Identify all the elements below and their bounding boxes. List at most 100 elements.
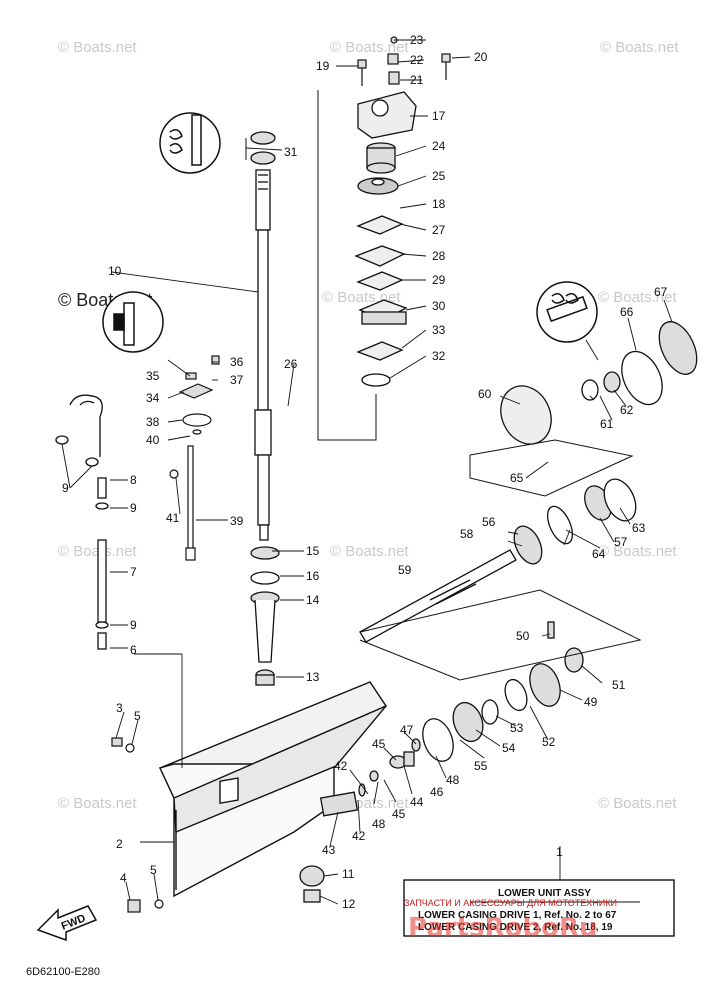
callout-31: 31 [284, 145, 298, 159]
pump-bracket-line [317, 90, 377, 441]
watermark: © Boats.net [598, 289, 677, 306]
bearing-31 [250, 131, 276, 165]
lubricant-bubble-right [536, 281, 598, 343]
title-box-line1: LOWER CASING DRIVE 1, Ref. No. 2 to 67 [418, 910, 617, 921]
callout-46: 46 [430, 785, 444, 799]
pinion-and-nut [299, 865, 325, 903]
callout-67: 67 [654, 285, 668, 299]
callout-14: 14 [306, 593, 320, 607]
callout-35: 35 [146, 369, 160, 383]
callout-66: 66 [620, 305, 634, 319]
shaft-group-bracket [359, 589, 642, 681]
callout-19: 19 [316, 59, 330, 73]
callout-10: 10 [108, 264, 122, 278]
stamp-watermark: PartsRoboRu [408, 913, 598, 943]
callout-30: 30 [432, 299, 446, 313]
callout-55: 55 [474, 759, 488, 773]
watermark: © Boats.net [330, 543, 409, 560]
callout-numbers: 2 3 4 5 5 6 7 8 9 9 9 10 11 12 13 14 15 … [62, 33, 668, 911]
callout-28: 28 [432, 249, 446, 263]
callout-24: 24 [432, 139, 446, 153]
callout-7: 7 [130, 565, 137, 579]
fwd-arrow: FWD [36, 905, 98, 942]
callout-20: 20 [474, 50, 488, 64]
callout-43: 43 [322, 843, 336, 857]
title-box: LOWER UNIT ASSY LOWER CASING DRIVE 1, Re… [403, 879, 675, 943]
callout-62: 62 [620, 403, 634, 417]
callout-34: 34 [146, 391, 160, 405]
watermark: © Boats.net [58, 39, 137, 56]
callout-53: 53 [510, 721, 524, 735]
promo-text: ЗАПЧАСТИ И АКСЕССУАРЫ ДЛЯ МОТОТЕХНИКИ [404, 898, 617, 908]
callout-5: 5 [134, 709, 141, 723]
callout-29: 29 [432, 273, 446, 287]
callout-23: 23 [410, 33, 424, 47]
callout-32: 32 [432, 349, 446, 363]
callout-42: 42 [334, 759, 348, 773]
pump-bolts [357, 36, 451, 86]
callout-9: 9 [130, 618, 137, 632]
lubricant-bubble-left [102, 291, 164, 353]
shaft-seals [250, 546, 280, 686]
callout-54: 54 [502, 741, 516, 755]
pump-plates [354, 215, 408, 387]
callout-48: 48 [372, 817, 386, 831]
callout-15: 15 [306, 544, 320, 558]
callout-58: 58 [460, 527, 474, 541]
casing-bolts [111, 737, 164, 913]
callout-3: 3 [116, 701, 123, 715]
callout-21: 21 [410, 73, 424, 87]
callout-65: 65 [510, 471, 524, 485]
gear-group-bracket [469, 439, 634, 497]
callout-51: 51 [612, 678, 626, 692]
callout-56: 56 [482, 515, 496, 529]
watermarks: © Boats.net © Boats.net © Boats.net © Bo… [58, 39, 679, 812]
title-box-title: LOWER UNIT ASSY [498, 888, 591, 899]
watermark: © Boats.net [330, 39, 409, 56]
callout-41: 41 [166, 511, 180, 525]
callout-12: 12 [342, 897, 356, 911]
callout-61: 61 [600, 417, 614, 431]
callout-25: 25 [432, 169, 446, 183]
callout-57: 57 [614, 535, 628, 549]
diagram-code: 6D62100-E280 [26, 966, 100, 978]
callout-16: 16 [306, 569, 320, 583]
callout-8: 8 [130, 473, 137, 487]
callout-17: 17 [432, 109, 446, 123]
callout-33: 33 [432, 323, 446, 337]
shift-rod [169, 355, 220, 561]
callout-44: 44 [410, 795, 424, 809]
callout-1: 1 [556, 845, 563, 859]
callout-42: 42 [352, 829, 366, 843]
watermark: © Boats.net [58, 795, 137, 812]
callout-26: 26 [284, 357, 298, 371]
callout-9: 9 [62, 481, 69, 495]
pump-insert-24 [366, 142, 396, 174]
callout-49: 49 [584, 695, 598, 709]
leader-lines [61, 39, 673, 905]
watermark: © Boats.net [598, 795, 677, 812]
water-pump-housing [357, 91, 417, 139]
watermark: © Boats.net [600, 39, 679, 56]
gears-and-bearings [411, 321, 698, 762]
watermark: © Boats.net [598, 543, 677, 560]
callout-38: 38 [146, 415, 160, 429]
callout-27: 27 [432, 223, 446, 237]
callout-11: 11 [342, 867, 355, 881]
callout-22: 22 [410, 53, 424, 67]
callout-60: 60 [478, 387, 492, 401]
callout-45: 45 [392, 807, 406, 821]
callout-36: 36 [230, 355, 244, 369]
callout-18: 18 [432, 197, 446, 211]
callout-47: 47 [400, 723, 414, 737]
title-box-line2: LOWER CASING DRIVE 2, Ref. No. 18, 19 [418, 922, 613, 933]
callout-64: 64 [592, 547, 606, 561]
clutch-rod-parts [319, 751, 415, 817]
drive-shaft [254, 169, 272, 541]
callout-45: 45 [372, 737, 386, 751]
callout-13: 13 [306, 670, 320, 684]
callout-50: 50 [516, 629, 530, 643]
callout-63: 63 [632, 521, 646, 535]
callout-52: 52 [542, 735, 556, 749]
